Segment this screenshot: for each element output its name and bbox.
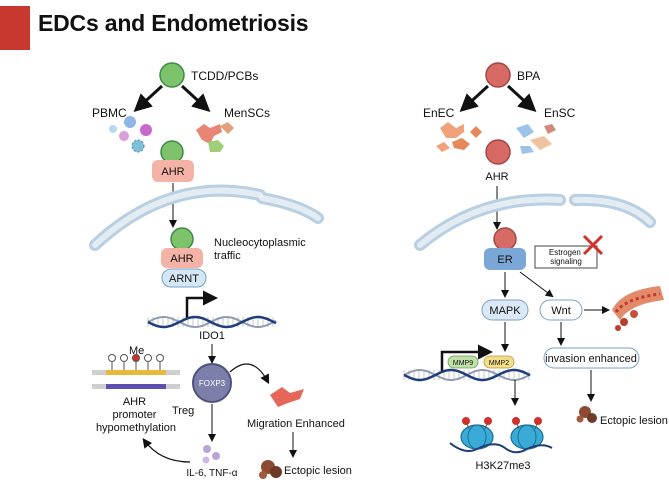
ahr-ligand-membrane [160, 140, 184, 164]
mapk-label: MAPK [489, 305, 521, 317]
invasion-label: invasion enhanced [545, 353, 637, 365]
ensc-cells-icon [516, 124, 556, 154]
traffic-label: Nucleocytoplasmic traffic [214, 237, 309, 262]
bpa-ligand [485, 62, 511, 88]
estrogen-box [534, 245, 598, 269]
arrow-to-migration [229, 363, 270, 385]
ahr-label: AHR [161, 166, 184, 178]
tcdd-ligand [159, 62, 185, 88]
er-label: ER [497, 254, 512, 266]
migration-label: Migration Enhanced [247, 418, 345, 430]
bpa-label: BPA [517, 69, 540, 83]
bpa-ligand-membrane [485, 139, 511, 165]
h3k27me3-label: H3K27me3 [475, 460, 530, 472]
feedback-arrow [142, 438, 191, 463]
migrating-cell-icon [270, 387, 304, 407]
left-panel: TCDD/PCBs PBMC MenSCs AHR [89, 62, 352, 479]
foxp3-treg-cell [192, 363, 232, 403]
ahr-nuclear-box [161, 248, 203, 268]
er-box [484, 248, 526, 270]
cytokine-dots-icon [202, 445, 220, 464]
left-lesion-icon [259, 460, 282, 479]
enec-cells-icon [436, 122, 482, 152]
arrow-to-wnt [519, 271, 554, 298]
ahr-ligand-nuclear [170, 227, 194, 251]
invasion-box [543, 347, 640, 369]
mmp-dna-helix [403, 368, 531, 382]
ahr-nuclear-label: AHR [170, 253, 193, 265]
arrow-to-pbmc [133, 84, 164, 113]
title-accent-bar [0, 6, 30, 50]
mmp-promoter-arrow [440, 344, 493, 372]
arrow-to-ensc [506, 84, 537, 113]
histone-dna-strand [449, 442, 553, 454]
ensc-label: EnSC [544, 106, 576, 120]
arrow-to-mensc [180, 84, 211, 113]
methylation-note: AHR promoter hypomethylation [96, 396, 176, 434]
tcdd-label: TCDD/PCBs [191, 69, 258, 83]
estrogen-label: Estrogen signaling [549, 248, 583, 266]
mmp2-label: MMP2 [489, 360, 509, 367]
methyl-label: Me [129, 345, 144, 357]
methylated-promoter-icon [92, 354, 180, 389]
pbmc-cells-icon [109, 116, 152, 153]
pbmc-label: PBMC [92, 106, 127, 120]
arnt-box [161, 268, 207, 288]
ido1-promoter-arrow [185, 290, 218, 318]
mensc-cells-icon [196, 122, 234, 152]
bpa-ligand-nuclear [493, 227, 517, 251]
foxp3-label: FOXP3 [199, 379, 226, 388]
page-title: EDCs and Endometriosis [38, 10, 309, 36]
right-lesion-label: Ectopic lesion [600, 415, 668, 427]
mmp2-box [483, 355, 515, 369]
mmp9-box [447, 355, 479, 369]
cytokine-label: IL-6, TNF-α [186, 468, 237, 479]
tissue-section-icon [612, 286, 664, 331]
enec-label: EnEC [423, 106, 455, 120]
ido1-dna-helix [147, 315, 277, 329]
wnt-label: Wnt [551, 305, 571, 317]
treg-label: Treg [172, 405, 194, 417]
arrow-to-enec [459, 84, 490, 113]
blocked-x-icon [582, 234, 604, 256]
mapk-box [481, 299, 529, 321]
ahr-receptor-box [152, 160, 194, 182]
right-panel: BPA EnEC EnSC AHR ER Estrogen [403, 62, 668, 472]
wnt-box [539, 299, 583, 321]
histone-methyl-marks [462, 417, 542, 430]
right-lesion-icon [576, 406, 597, 423]
left-lesion-label: Ectopic lesion [284, 465, 352, 477]
mensc-label: MenSCs [224, 106, 270, 120]
right-ahr-label: AHR [485, 171, 508, 183]
mmp9-label: MMP9 [453, 360, 473, 367]
arnt-label: ARNT [169, 273, 199, 285]
ido1-gene-label: IDO1 [199, 330, 225, 342]
